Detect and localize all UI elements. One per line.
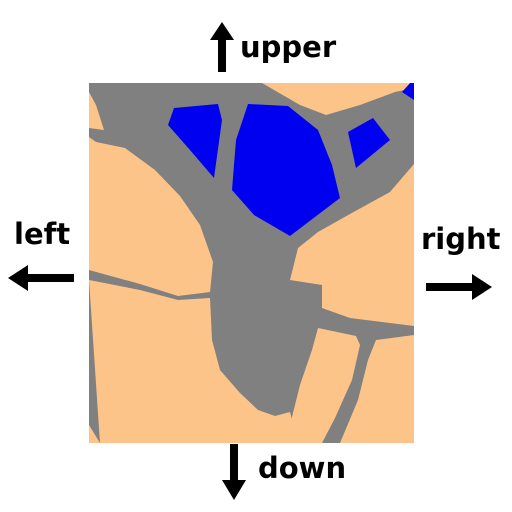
land-parcel-east	[290, 164, 414, 326]
arrow-up-icon	[210, 22, 234, 72]
direction-label-left: left	[14, 217, 71, 251]
land-parcel-southeast	[340, 335, 414, 443]
direction-label-down: down	[258, 451, 347, 485]
land-parcel-left-strip	[89, 92, 104, 130]
water-lake-right	[348, 118, 390, 168]
land-parcel-southwest	[89, 280, 298, 443]
land-parcel-top-right	[262, 83, 414, 115]
direction-label-right: right	[421, 222, 501, 256]
water-lake-left	[168, 104, 222, 178]
water-corner	[402, 83, 414, 100]
land-parcel-south	[286, 328, 360, 443]
arrow-right-icon	[426, 274, 492, 300]
map-tile	[89, 83, 414, 443]
direction-label-upper: upper	[240, 30, 337, 64]
arrow-down-icon	[222, 444, 246, 500]
water-lake-center	[232, 104, 340, 236]
arrow-left-icon	[8, 265, 74, 291]
land-parcel-west	[89, 137, 213, 296]
